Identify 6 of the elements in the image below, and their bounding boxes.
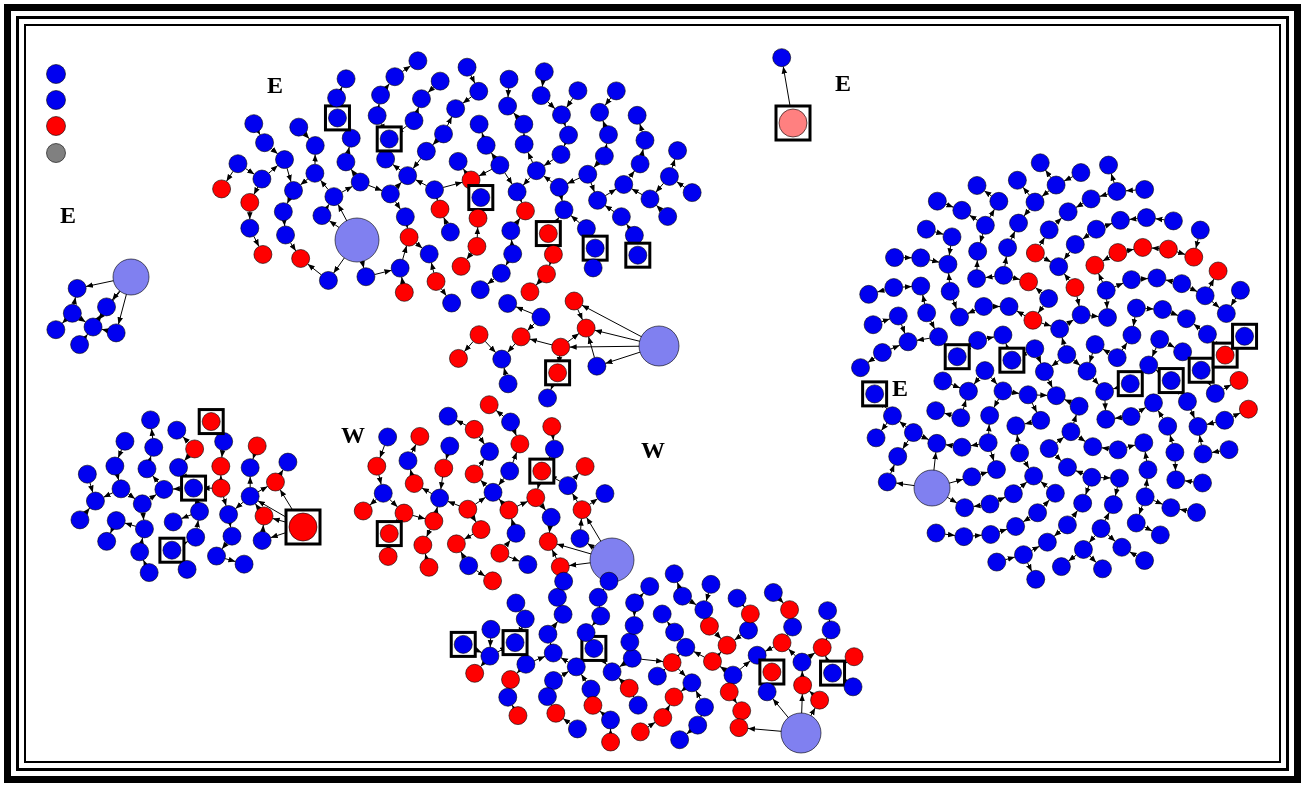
region-label: W <box>641 438 665 462</box>
region-label: W <box>341 423 365 447</box>
region-label: E <box>267 73 283 97</box>
region-label: E <box>892 376 908 400</box>
region-label: E <box>60 203 76 227</box>
region-label: E <box>835 71 851 95</box>
